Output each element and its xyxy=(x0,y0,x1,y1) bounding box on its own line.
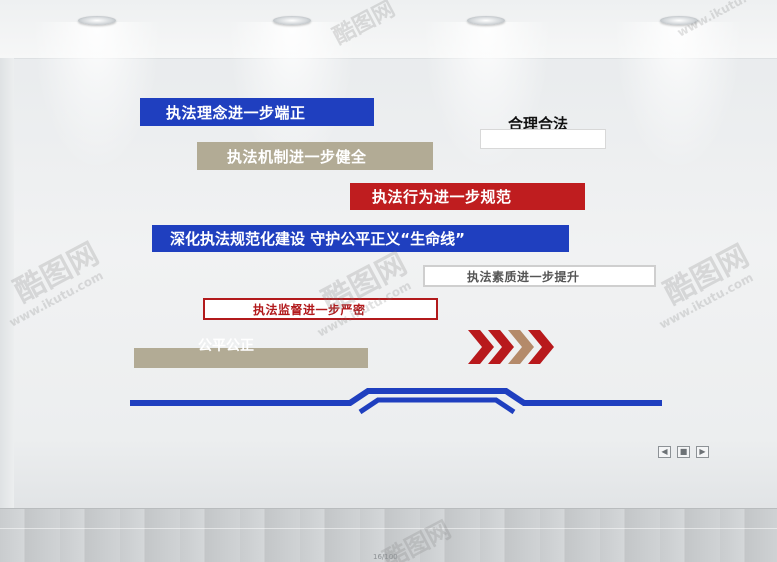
slogan-label-legal: 合理合法 xyxy=(508,115,569,133)
ceiling-lamp-icon xyxy=(467,16,505,25)
slogan-text-2: 执法机制进一步健全 xyxy=(227,147,367,166)
slogan-bar-2: 执法机制进一步健全 xyxy=(197,142,433,170)
slogan-bar-fair xyxy=(134,348,368,368)
ceiling-lamp-icon xyxy=(660,16,698,25)
slogan-label-fair: 公平公正 xyxy=(198,338,254,354)
slogan-text-5: 执法素质进一步提升 xyxy=(467,269,580,284)
slogan-bar-1: 执法理念进一步端正 xyxy=(140,98,374,126)
slogan-bar-white xyxy=(480,129,606,149)
slogan-text-3: 执法行为进一步规范 xyxy=(372,188,512,206)
page-number: 16/100 xyxy=(373,553,398,561)
chevron-right-icon xyxy=(468,330,554,364)
arrow-left-icon[interactable]: ◀ xyxy=(658,446,671,458)
slogan-bar-5: 执法素质进一步提升 xyxy=(423,265,656,287)
slogan-bar-4: 深化执法规范化建设 守护公平正义“生命线” xyxy=(152,225,569,252)
floor xyxy=(0,508,777,562)
slogan-bar-6: 执法监督进一步严密 xyxy=(203,298,438,320)
stop-icon[interactable]: ■ xyxy=(677,446,690,458)
ceiling-lamp-icon xyxy=(78,16,116,25)
arrow-right-icon[interactable]: ▶ xyxy=(696,446,709,458)
ceiling-lamp-icon xyxy=(273,16,311,25)
blue-road-line-graphic xyxy=(130,388,662,415)
left-wall-edge xyxy=(0,58,14,508)
slogan-bar-3: 执法行为进一步规范 xyxy=(350,183,585,210)
slogan-text-6: 执法监督进一步严密 xyxy=(253,302,366,317)
slogan-text-1: 执法理念进一步端正 xyxy=(166,103,306,122)
slogan-text-4: 深化执法规范化建设 守护公平正义“生命线” xyxy=(170,230,465,248)
floor-seam xyxy=(0,528,777,529)
